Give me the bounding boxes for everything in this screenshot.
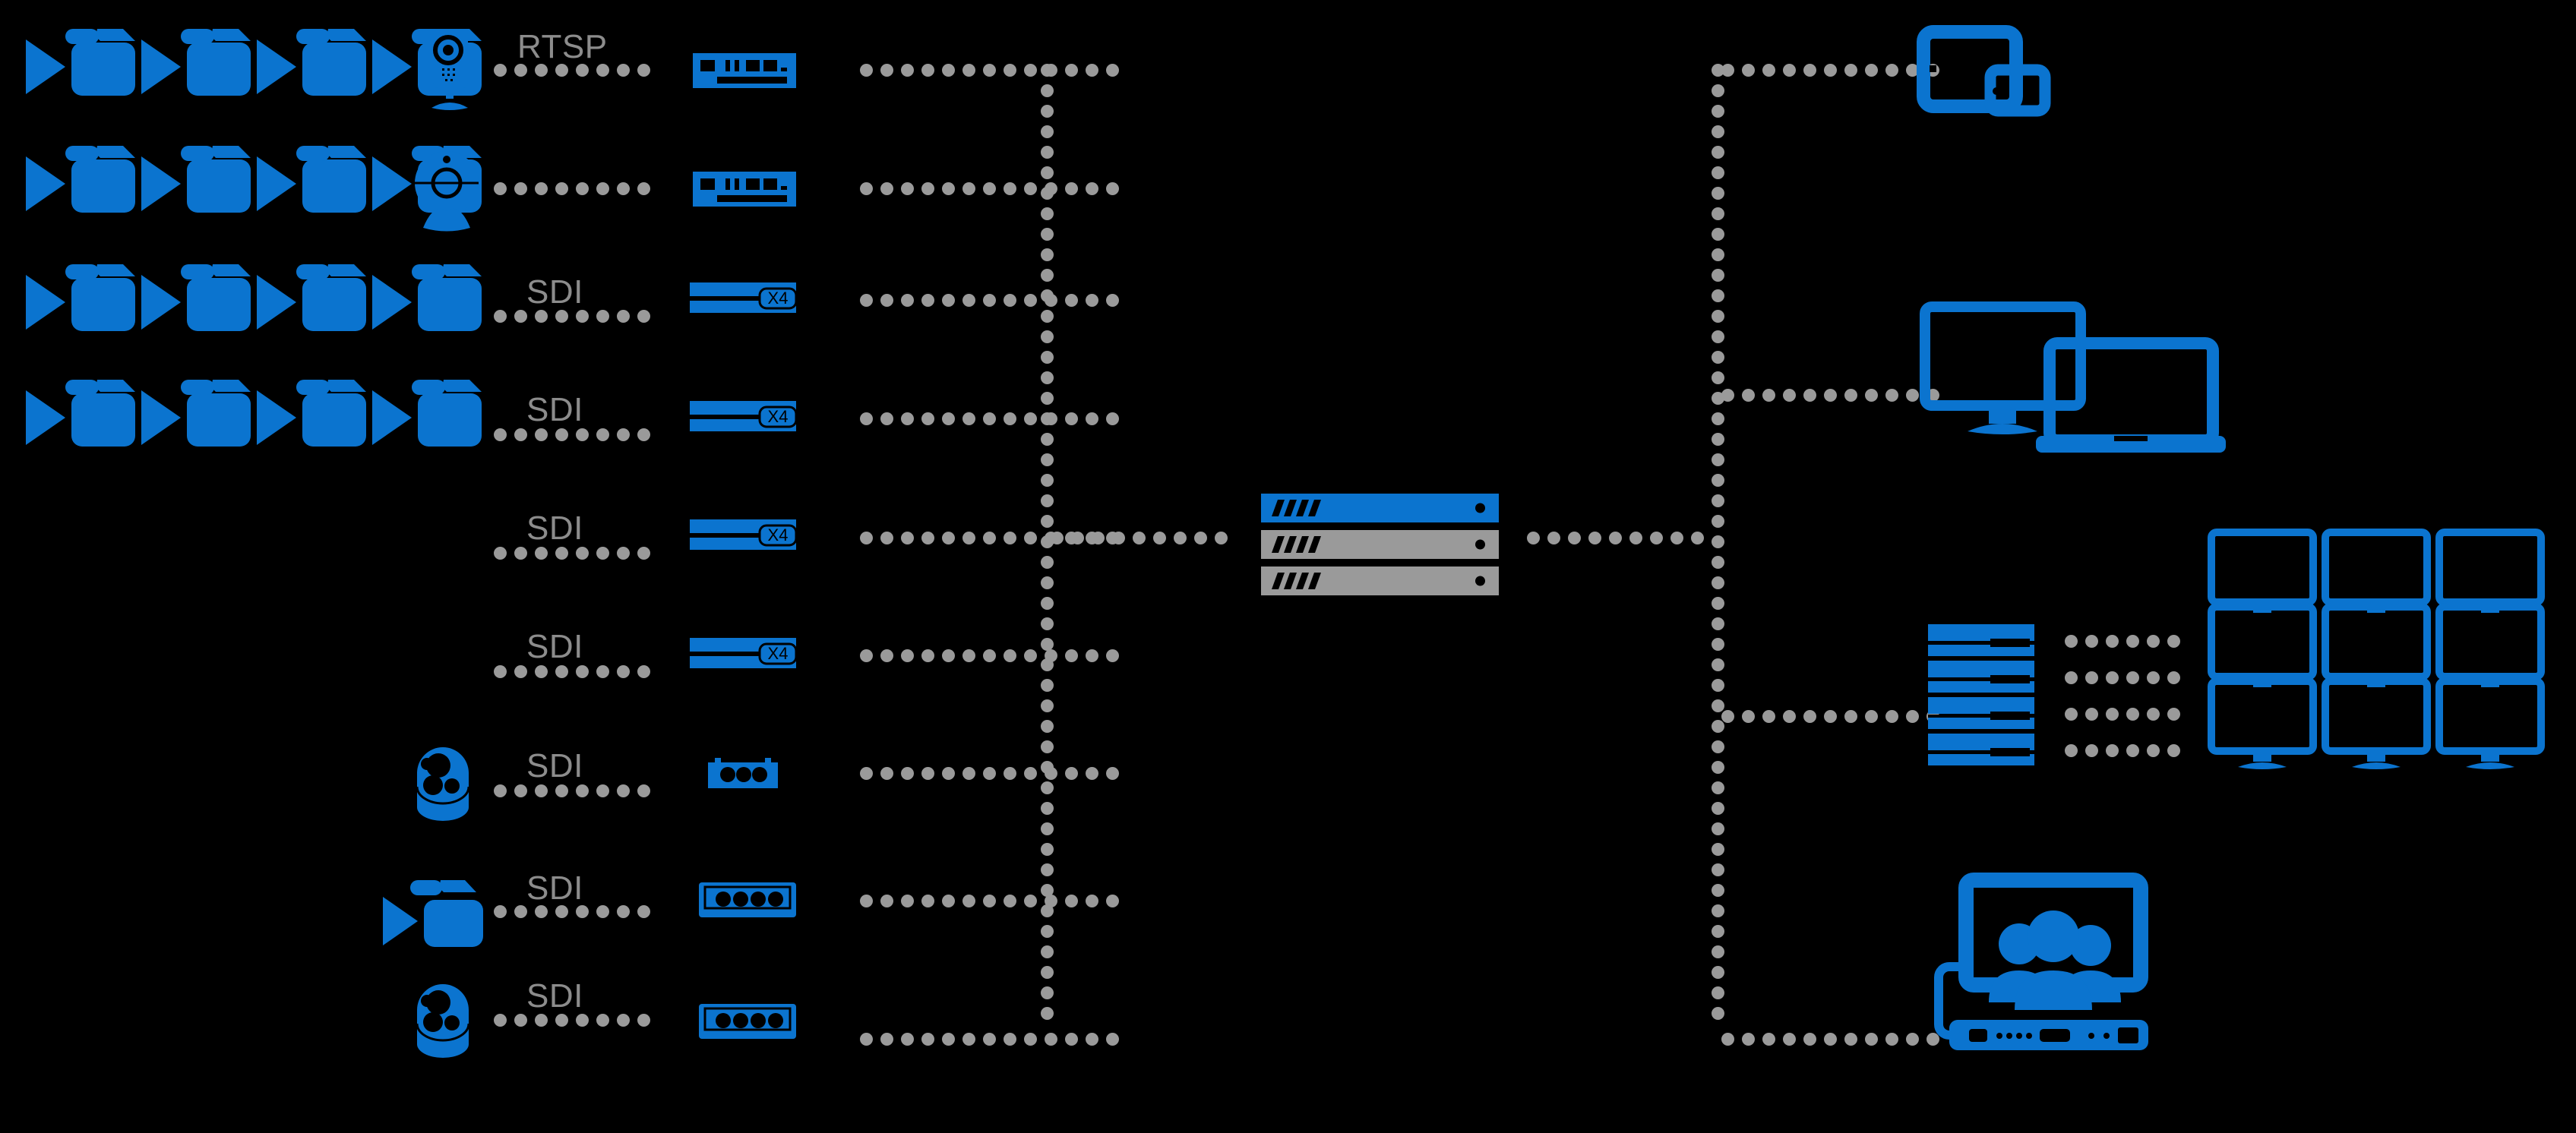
server-vent-group-2: [1271, 536, 1322, 553]
protocol-label-row-3: SDI: [526, 273, 583, 311]
desktop-and-laptop-icon: [1920, 301, 2226, 454]
ip-camera-icon: [424, 29, 477, 112]
link-decoder-wall-3: [2065, 708, 2180, 721]
encoder-badge-3: X4: [768, 525, 789, 544]
four-port-encoder-icon-1: [699, 879, 796, 920]
link-encoder-bus-7: [860, 767, 1119, 780]
encoder-badge-1: X4: [768, 289, 789, 308]
link-encoder-bus-4: [860, 412, 1119, 425]
distribution-bus-line: [1712, 64, 1724, 1020]
server-unit-2[interactable]: [1261, 530, 1499, 559]
camcorder-row-3: [26, 264, 482, 331]
link-encoder-bus-8: [860, 895, 1119, 907]
webcam-icon: [412, 149, 481, 232]
link-encoder-bus-3: [860, 294, 1119, 307]
network-switch-icon-1: [693, 53, 796, 88]
protocol-label-row-4: SDI: [526, 391, 583, 428]
link-decoder-wall-4: [2065, 744, 2180, 757]
ingest-bus-line: [1041, 64, 1054, 1020]
link-camera-encoder-3: [494, 310, 650, 323]
ptz-dome-camera-icon-a: [412, 743, 473, 826]
protocol-label-row-7: SDI: [526, 747, 583, 784]
server-vent-group-3: [1271, 573, 1322, 589]
link-camera-encoder-9: [494, 1014, 650, 1027]
link-bus-dest-1: [1721, 64, 1939, 77]
protocol-label-row-8: SDI: [526, 869, 583, 907]
link-camera-encoder-8: [494, 905, 650, 918]
link-camera-encoder-2: [494, 182, 650, 195]
link-camera-encoder-1: [494, 64, 650, 77]
tablet-and-phone-icon: [1917, 25, 2051, 117]
media-server[interactable]: [1261, 494, 1499, 596]
link-bus-dest-3: [1721, 710, 1939, 723]
link-decoder-wall-2: [2065, 671, 2180, 684]
sdi-encoder-icon-2: X4: [690, 399, 801, 433]
server-led-3: [1475, 576, 1485, 586]
sdi-encoder-icon-4: X4: [690, 636, 801, 670]
video-conference-icon: [1930, 873, 2157, 1056]
camcorder-icon-single: [380, 877, 501, 953]
link-camera-encoder-7: [494, 784, 650, 797]
link-bus-server: [1051, 532, 1228, 544]
sdi-encoder-icon-3: X4: [690, 518, 801, 551]
three-port-encoder-icon: [708, 756, 778, 788]
network-switch-icon-2: [693, 172, 796, 207]
link-server-bus: [1527, 532, 1704, 544]
ptz-dome-camera-icon-b: [412, 980, 473, 1063]
server-vent-group-1: [1271, 500, 1322, 516]
sdi-encoder-icon-1: X4: [690, 281, 801, 314]
link-encoder-bus-9: [860, 1033, 1119, 1046]
protocol-label-row-5: SDI: [526, 510, 583, 547]
server-led-1: [1475, 503, 1485, 513]
link-decoder-wall-1: [2065, 635, 2180, 648]
camcorder-row-4: [26, 380, 482, 447]
camcorder-row-1: [26, 29, 482, 96]
link-camera-encoder-5: [494, 547, 650, 560]
encoder-badge-4: X4: [768, 644, 789, 663]
link-camera-encoder-6: [494, 665, 650, 678]
link-bus-dest-4: [1721, 1033, 1939, 1046]
server-unit-1[interactable]: [1261, 494, 1499, 522]
protocol-label-row-6: SDI: [526, 628, 583, 665]
link-encoder-bus-1: [860, 64, 1119, 77]
link-camera-encoder-4: [494, 428, 650, 441]
four-port-encoder-icon-2: [699, 1001, 796, 1042]
encoder-badge-2: X4: [768, 407, 789, 426]
link-encoder-bus-6: [860, 649, 1119, 662]
server-led-2: [1475, 539, 1485, 550]
protocol-label-row-9: SDI: [526, 977, 583, 1015]
link-bus-dest-2: [1721, 389, 1939, 402]
decoder-stack-icon: [1928, 624, 2038, 768]
protocol-label-row-1: RTSP: [517, 28, 608, 65]
video-wall: [2209, 530, 2551, 765]
server-unit-3[interactable]: [1261, 566, 1499, 595]
link-encoder-bus-2: [860, 182, 1119, 195]
